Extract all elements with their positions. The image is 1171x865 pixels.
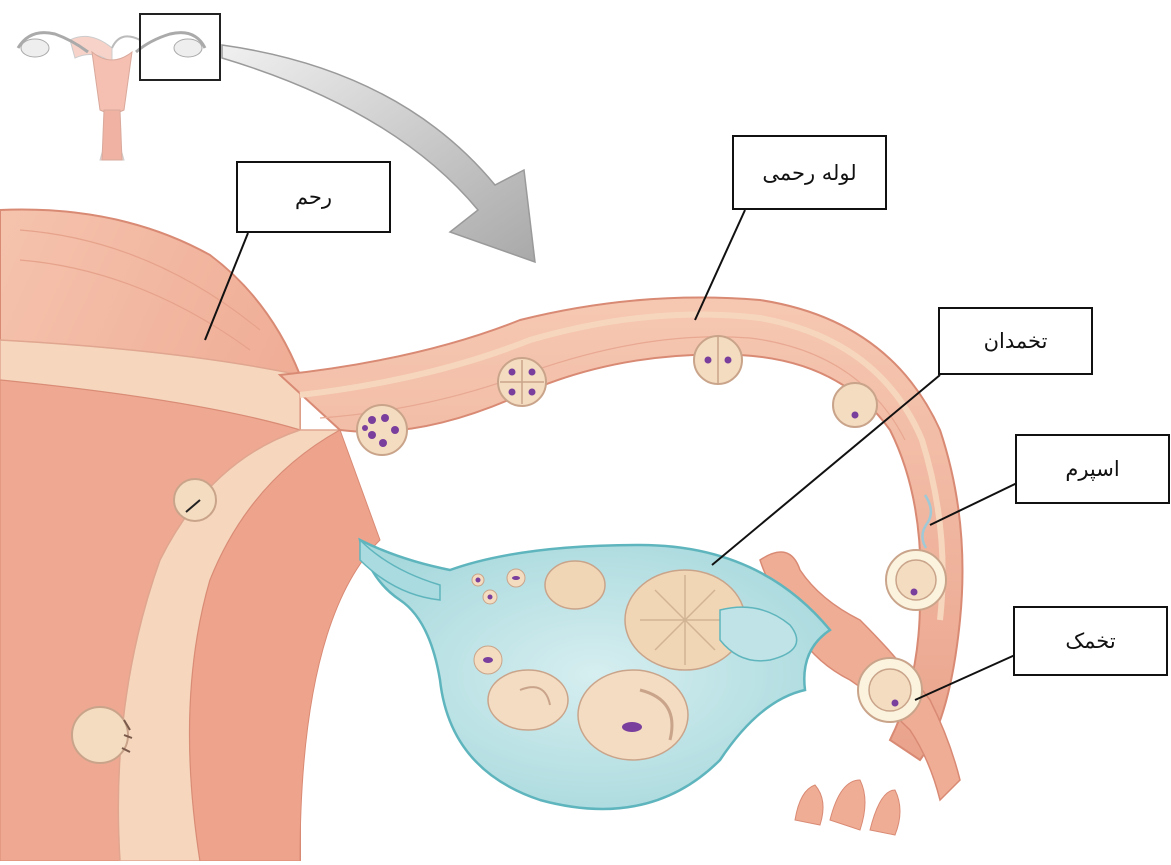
label-uterus: رحم — [236, 161, 391, 233]
label-ovary-text: تخمدان — [984, 329, 1048, 353]
label-egg-text: تخمک — [1065, 629, 1115, 653]
label-fallopian-tube: لوله رحمی — [732, 135, 887, 210]
label-ovary: تخمدان — [938, 307, 1093, 375]
label-sperm: اسپرم — [1015, 434, 1170, 504]
overview-thumbnail — [18, 14, 220, 160]
uterus — [0, 210, 380, 861]
label-fallopian-tube-text: لوله رحمی — [762, 161, 856, 185]
label-uterus-text: رحم — [295, 185, 332, 209]
label-sperm-text: اسپرم — [1065, 457, 1119, 481]
label-egg: تخمک — [1013, 606, 1168, 676]
